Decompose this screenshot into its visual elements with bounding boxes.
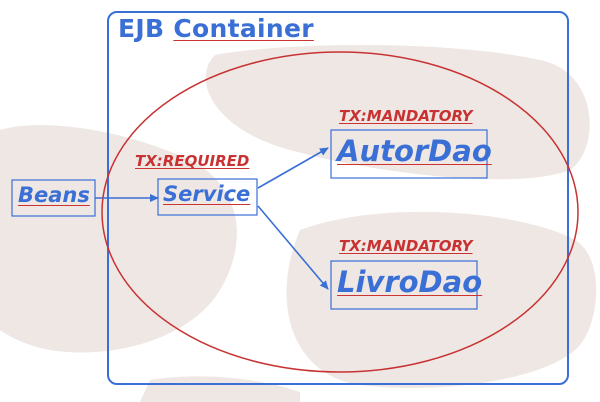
container-title-part2: Container [173,14,314,43]
beans-label: Beans [18,183,90,207]
background-blob [286,211,597,389]
autordao-label: AutorDao [337,134,492,168]
livrodao-tx-annotation: TX:MANDATORY [339,237,473,255]
service-tx-annotation: TX:REQUIRED [135,152,250,170]
background-blob [0,125,237,353]
arrow-service-to-autordao [257,147,329,189]
autordao-box [330,129,488,179]
autordao-tx-annotation: TX:MANDATORY [339,107,473,125]
beans-box [11,179,96,217]
arrow-service-to-livrodao [257,205,329,290]
background-blobs [0,44,597,402]
transaction-scope-ellipse [101,51,579,373]
container-title-part1: EJB [118,14,165,43]
background-blob [140,376,300,402]
service-label: Service [163,182,251,206]
livrodao-label: LivroDao [337,265,483,299]
livrodao-box [330,260,478,310]
background-blob [205,44,590,180]
ejb-container-title: EJB Container [118,14,314,43]
service-box [157,178,258,216]
